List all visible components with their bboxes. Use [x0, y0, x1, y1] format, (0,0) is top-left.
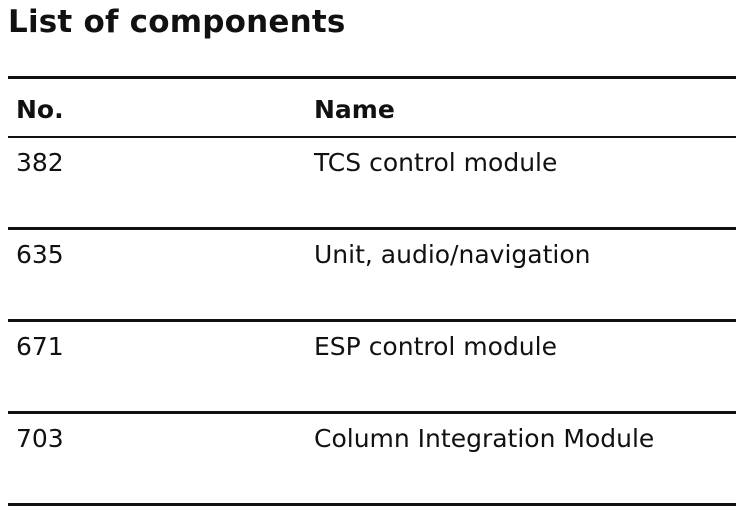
table-row: 703 Column Integration Module [8, 413, 736, 505]
component-name: ESP control module [314, 332, 557, 361]
component-number: 703 [16, 424, 64, 453]
table-row: 635 Unit, audio/navigation [8, 229, 736, 321]
component-number: 382 [16, 147, 64, 177]
column-header-no: No. [16, 95, 64, 124]
table-row: 382 TCS control module [8, 137, 736, 229]
component-name: Unit, audio/navigation [314, 240, 591, 269]
component-number: 635 [16, 240, 64, 269]
components-table: No. Name 382 TCS control module 635 Unit… [8, 76, 736, 506]
component-number: 671 [16, 332, 64, 361]
component-name: TCS control module [314, 147, 558, 177]
table-header-row: No. Name [8, 77, 736, 137]
page-title: List of components [8, 4, 346, 40]
component-name: Column Integration Module [314, 424, 655, 453]
table-row: 671 ESP control module [8, 321, 736, 413]
column-header-name: Name [314, 95, 395, 124]
